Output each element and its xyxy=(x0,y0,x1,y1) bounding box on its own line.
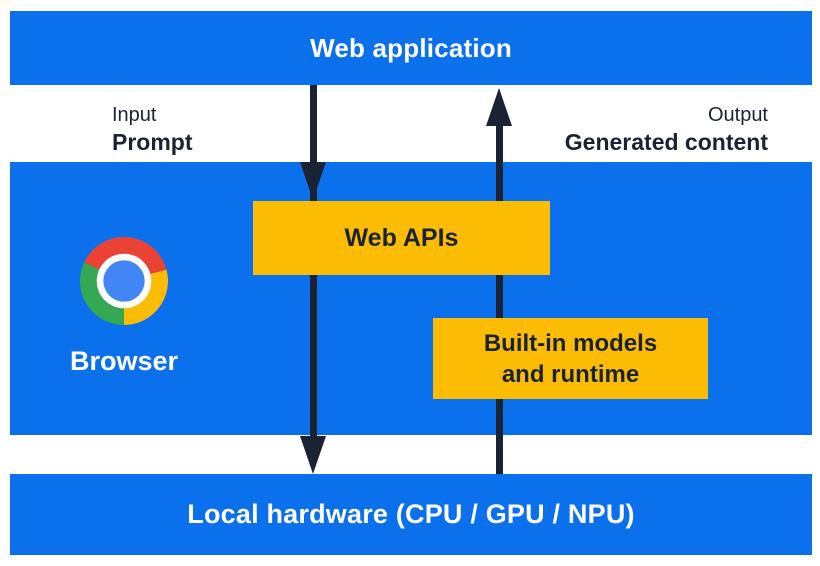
web-apis-box: Web APIs xyxy=(253,201,550,275)
up-arrowhead-to-web-application-icon xyxy=(486,88,512,126)
local-hardware-label: Local hardware (CPU / GPU / NPU) xyxy=(187,499,635,529)
builtin-models-box: Built-in models and runtime xyxy=(433,318,708,399)
output-value-label: Generated content xyxy=(564,129,768,155)
input-value-label: Prompt xyxy=(112,129,193,155)
input-caption: Input xyxy=(112,104,157,126)
builtin-models-label-line1: Built-in models xyxy=(483,329,658,357)
down-arrowhead-to-hardware-icon xyxy=(300,436,326,474)
output-label-group: Output Generated content xyxy=(565,102,768,156)
chrome-logo-icon xyxy=(80,237,168,325)
web-application-bar: Web application xyxy=(10,11,812,85)
local-hardware-bar: Local hardware (CPU / GPU / NPU) xyxy=(10,474,812,555)
browser-label: Browser xyxy=(69,346,179,376)
builtin-models-label-line2: and runtime xyxy=(501,360,640,388)
output-caption: Output xyxy=(707,104,768,126)
web-apis-label: Web APIs xyxy=(344,223,459,252)
web-application-label: Web application xyxy=(310,32,512,63)
input-label-group: Input Prompt xyxy=(112,102,193,156)
up-arrow-shaft xyxy=(496,126,503,474)
